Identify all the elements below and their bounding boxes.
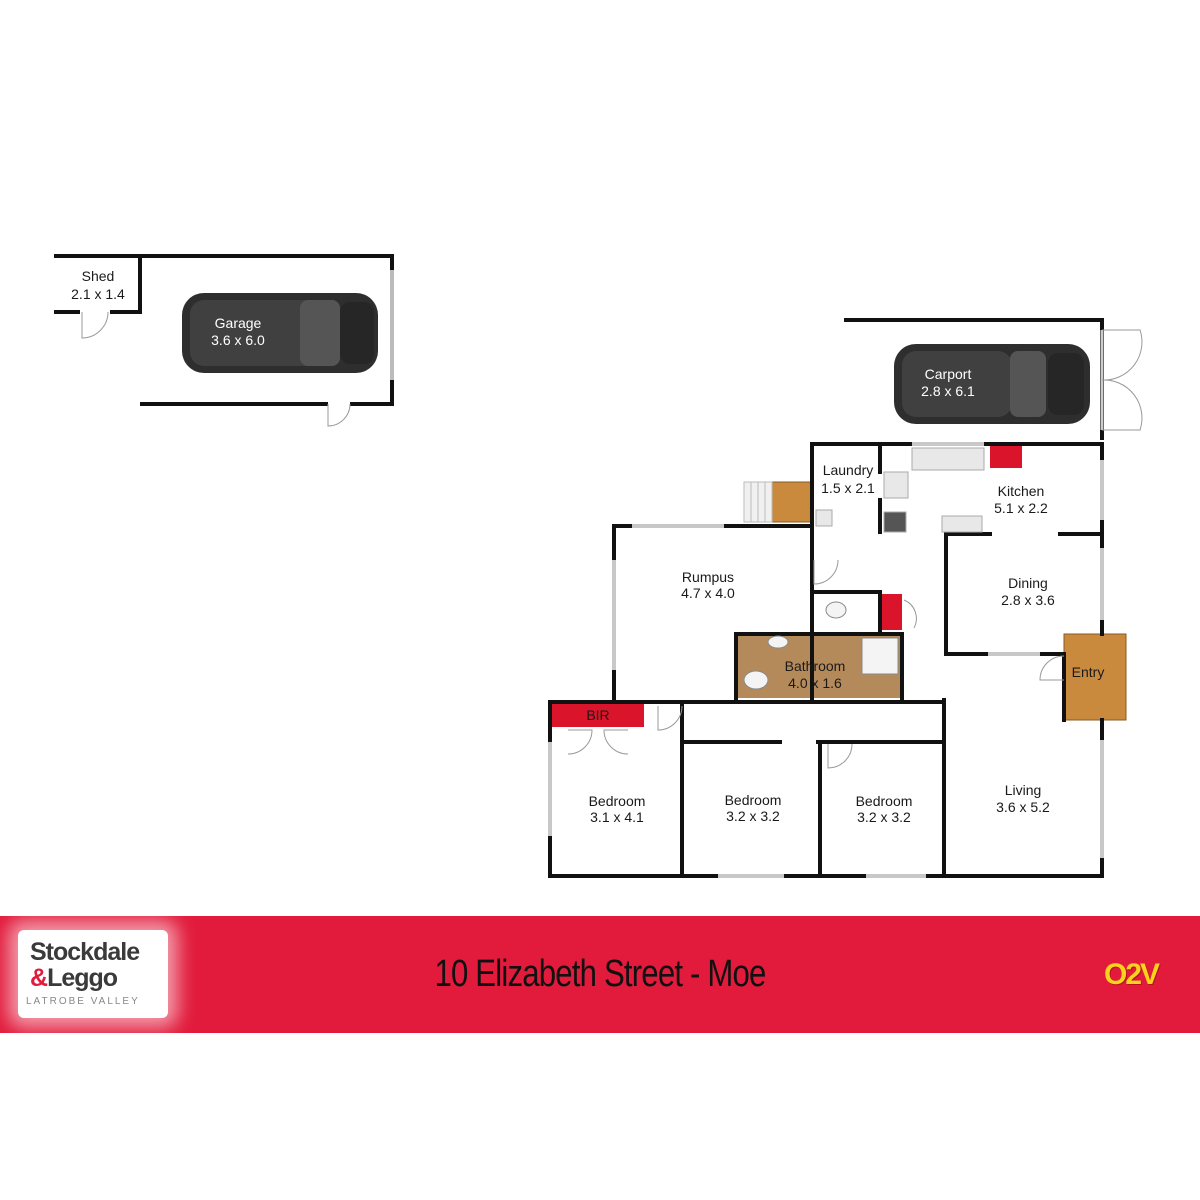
bedroom2-size: 3.2 x 3.2 [726, 808, 780, 824]
logo-line2: Leggo [47, 964, 118, 992]
shed-size: 2.1 x 1.4 [71, 286, 125, 302]
bir-name: BIR [586, 707, 609, 723]
garage-door [327, 403, 351, 427]
logo-line2-group: &Leggo [30, 964, 118, 993]
bedroom3-name: Bedroom [856, 793, 913, 809]
bathroom-fixtures [743, 601, 899, 690]
entry-name: Entry [1072, 664, 1105, 680]
bedroom1-size: 3.1 x 4.1 [590, 809, 644, 825]
shed [54, 254, 142, 314]
garage-car [182, 293, 378, 373]
entry-deck [1063, 633, 1127, 721]
bedroom3-size: 3.2 x 3.2 [857, 809, 911, 825]
living-size: 3.6 x 5.2 [996, 799, 1050, 815]
property-address: 10 Elizabeth Street - Moe [434, 953, 766, 995]
o2v-badge: O2V [1104, 958, 1160, 991]
garage-name: Garage [215, 315, 262, 331]
logo-ampersand: & [30, 964, 48, 992]
shed-door [81, 311, 109, 339]
bathroom-size: 4.0 x 1.6 [788, 675, 842, 691]
dining-name: Dining [1008, 575, 1048, 591]
laundry-name: Laundry [823, 462, 874, 478]
shed-name: Shed [82, 268, 115, 284]
bedroom2-name: Bedroom [725, 792, 782, 808]
kitchen-fixtures [815, 447, 985, 533]
windows [548, 442, 1104, 878]
door-swings [567, 559, 1065, 769]
bedroom1-name: Bedroom [589, 793, 646, 809]
pantry-cupboard [990, 444, 1022, 468]
kitchen-name: Kitchen [998, 483, 1045, 499]
carport-size: 2.8 x 6.1 [921, 383, 975, 399]
bathroom-name: Bathroom [785, 658, 846, 674]
logo-line1: Stockdale [30, 938, 140, 966]
dining-size: 2.8 x 3.6 [1001, 592, 1055, 608]
rumpus-size: 4.7 x 4.0 [681, 585, 735, 601]
agency-logo: Stockdale &Leggo LATROBE VALLEY [18, 930, 168, 1018]
carport-car [894, 344, 1090, 424]
garage-size: 3.6 x 6.0 [211, 332, 265, 348]
bir-cupboard [552, 703, 644, 727]
linen-cupboard [880, 594, 902, 630]
logo-line3: LATROBE VALLEY [26, 996, 140, 1007]
kitchen-size: 5.1 x 2.2 [994, 500, 1048, 516]
address-banner [0, 916, 1200, 1033]
rear-deck [771, 481, 813, 523]
rear-steps [743, 481, 773, 523]
living-name: Living [1005, 782, 1042, 798]
carport-name: Carport [925, 366, 972, 382]
laundry-size: 1.5 x 2.1 [821, 480, 875, 496]
rumpus-name: Rumpus [682, 569, 734, 585]
carport-gate [1101, 329, 1143, 431]
